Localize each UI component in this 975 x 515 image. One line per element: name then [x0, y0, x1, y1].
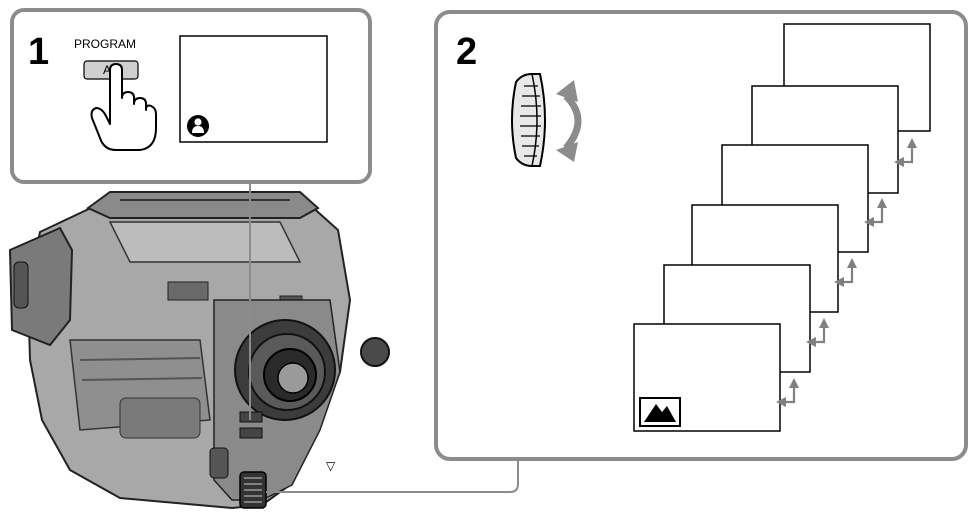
connector-lines: [249, 184, 519, 493]
step2-number: 2: [456, 31, 477, 73]
step1-number: 1: [28, 31, 49, 73]
step2-panel: 2: [434, 10, 968, 461]
program-caption: PROGRAM: [74, 37, 136, 51]
screen-stack: [633, 23, 931, 432]
cycle-arrow-icon: [776, 378, 799, 407]
cycle-arrow-icon: [806, 318, 829, 347]
rotary-dial-icon[interactable]: [511, 73, 546, 167]
cycle-arrow-icon: [834, 258, 857, 287]
cycle-arrow-icon: [864, 198, 887, 227]
cycle-arrow-icon: [894, 138, 917, 167]
cycle-arrows: [776, 138, 917, 407]
pointing-hand-icon: [90, 63, 157, 151]
connector-step2: [266, 460, 519, 493]
mode-screen-6: [633, 323, 781, 432]
step1-panel: 1 PROGRAM AE: [10, 8, 372, 184]
camcorder-illustration: ▽: [8, 191, 390, 510]
rotate-arrow-icon: [556, 80, 582, 162]
svg-text:▽: ▽: [326, 459, 336, 473]
landscape-mode-icon: [639, 397, 681, 427]
portrait-mode-icon: [187, 115, 209, 137]
